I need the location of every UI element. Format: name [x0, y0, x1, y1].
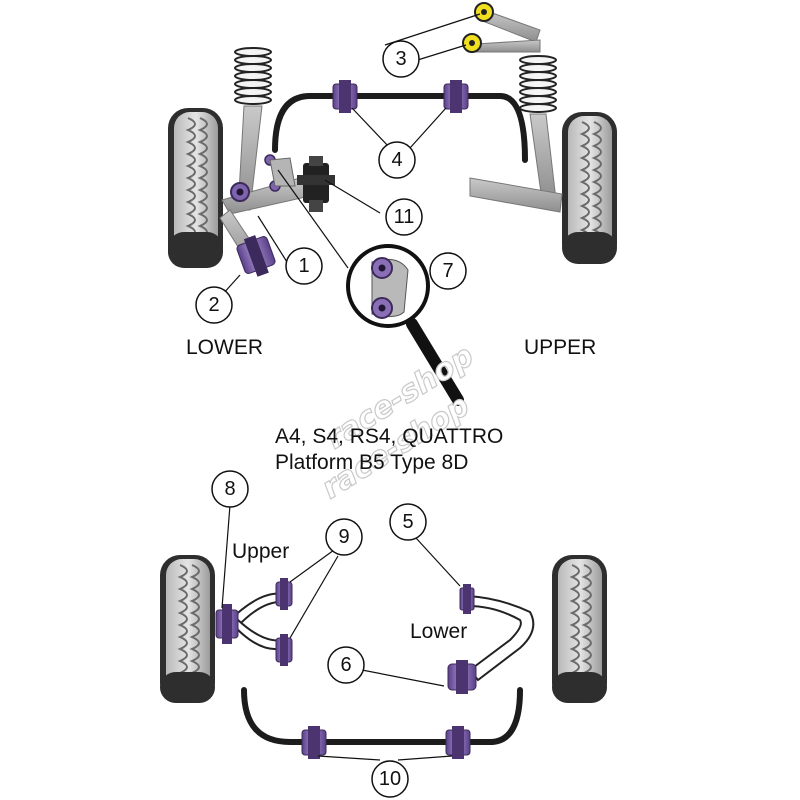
front-left-tyre [168, 108, 223, 268]
label-upper-arm: Upper [232, 540, 289, 563]
callout-9: 9 [325, 518, 363, 556]
bush-11 [297, 156, 335, 212]
callout-6: 6 [327, 646, 365, 684]
front-right-spring [519, 55, 557, 113]
callout-4: 4 [378, 141, 416, 179]
rear-right-tyre [552, 555, 607, 703]
front-right-strut [529, 113, 557, 201]
upper-arms-3 [462, 2, 541, 53]
svg-text:11: 11 [394, 206, 415, 228]
rear-upper-wishbone [215, 578, 293, 666]
bush-2 [236, 235, 276, 277]
svg-text:10: 10 [379, 768, 401, 790]
callout-1: 1 [285, 247, 323, 285]
watermark: race-shop race-shop [315, 338, 481, 507]
svg-text:9: 9 [338, 526, 349, 548]
rear-lower-arm [447, 584, 535, 694]
callout-10: 10 [371, 760, 409, 798]
label-upper: UPPER [524, 336, 596, 359]
svg-text:5: 5 [402, 511, 413, 533]
front-right-arm [469, 177, 563, 213]
label-lower-arm: Lower [410, 620, 467, 643]
svg-text:2: 2 [208, 294, 219, 316]
magnifier-7 [346, 244, 464, 406]
callout-11: 11 [385, 198, 423, 236]
front-left-spring [234, 47, 272, 105]
front-anti-roll-bar [272, 80, 528, 163]
svg-text:1: 1 [298, 255, 309, 277]
rear-left-tyre [160, 555, 215, 703]
callout-8: 8 [211, 470, 249, 508]
svg-text:8: 8 [224, 478, 235, 500]
svg-text:6: 6 [340, 654, 351, 676]
svg-text:3: 3 [395, 48, 406, 70]
top-leader-lines [221, 13, 481, 296]
caption-line1: A4, S4, RS4, QUATTRO [275, 425, 503, 448]
svg-text:7: 7 [442, 260, 453, 282]
rear-anti-roll-bar [241, 687, 523, 759]
caption-line2: Platform B5 Type 8D [275, 451, 468, 474]
callout-5: 5 [389, 503, 427, 541]
front-right-tyre [562, 112, 617, 264]
svg-text:4: 4 [391, 149, 402, 171]
callout-2: 2 [195, 286, 233, 324]
callout-7: 7 [429, 252, 467, 290]
callout-3: 3 [382, 40, 420, 78]
bottom-leader-lines [221, 504, 461, 761]
label-lower: LOWER [186, 336, 263, 359]
